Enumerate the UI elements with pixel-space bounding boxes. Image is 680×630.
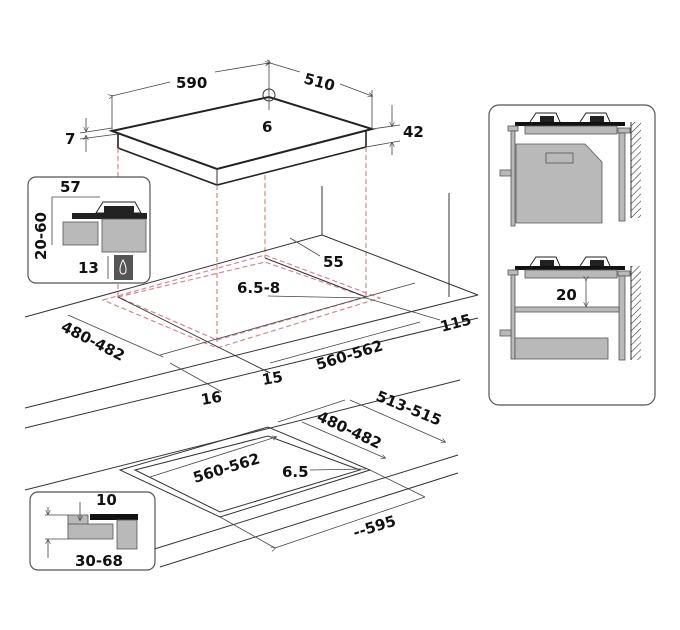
label-burner-height: 57 [60, 178, 81, 196]
label-step: 10 [96, 491, 117, 509]
countertop-top [24, 186, 479, 429]
side-panel-oven-installation [488, 104, 656, 406]
label-back-distance: 55 [323, 253, 344, 271]
inset-countertop-thickness [29, 491, 156, 571]
label-front-distance: 15 [261, 368, 285, 389]
label-side-distance: 115 [438, 310, 473, 335]
label-cutout-width-top: 560-562 [314, 336, 385, 373]
label-cutout-depth-top: 480-482 [58, 318, 128, 365]
flame-icon [119, 258, 127, 275]
label-gas-connection: 6 [262, 118, 272, 136]
label-side-gap: 20 [556, 286, 577, 304]
label-cutout-depth-bottom: 480-482 [314, 407, 384, 452]
label-cutout-width-bottom: 560-562 [191, 449, 262, 486]
label-corner-radius-top: 6.5-8 [237, 279, 280, 297]
label-corner-radius-bottom: 6.5 [282, 463, 309, 481]
label-hob-height: 42 [403, 123, 424, 141]
label-front-edge: 16 [200, 388, 224, 409]
hob-dimension-lines [79, 63, 401, 155]
label-hob-width: 590 [176, 74, 207, 92]
label-gap: 13 [78, 259, 99, 277]
label-hob-depth: 510 [302, 69, 337, 94]
inset-burner-clearance [27, 176, 151, 284]
countertop-cutout-bottom [24, 379, 461, 568]
label-thickness: 30-68 [75, 552, 123, 570]
label-glass-thickness: 7 [65, 130, 75, 148]
label-clearance: 20-60 [32, 212, 50, 260]
label-outer-width: --595 [351, 512, 398, 542]
